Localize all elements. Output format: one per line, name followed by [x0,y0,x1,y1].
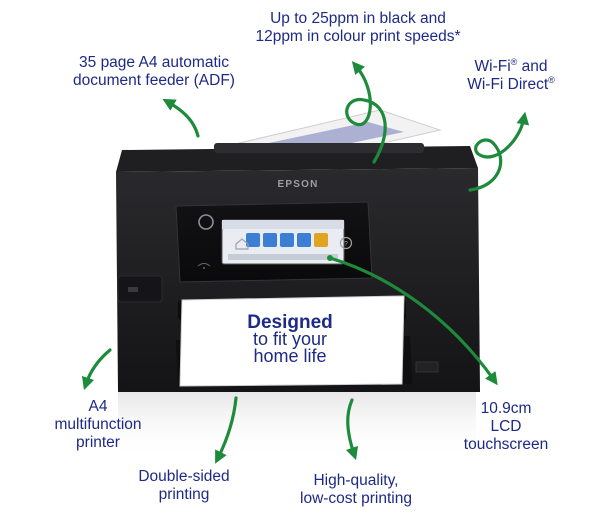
brand-logo: EPSON [277,179,318,190]
precisioncore-logo [415,361,439,373]
wifi-direct-registered-mark: ® [548,74,555,85]
usb-port-icon [117,275,163,303]
adf-line-1: 35 page A4 automatic [79,54,229,71]
duplex-arrow [215,396,238,464]
quality-line-2: low-cost printing [300,490,412,507]
adf-callout: 35 page A4 automatic document feeder (AD… [54,54,254,90]
print-speed-arrow [345,61,387,164]
help-icon[interactable]: ? [339,236,353,250]
multifunction-line-2: multifunction [54,416,142,433]
adf-arrow [162,98,200,138]
lcd-touchscreen[interactable] [221,219,345,265]
svg-text:?: ? [344,241,348,248]
home-icon[interactable] [235,238,249,250]
wifi-callout: Wi-Fi® and Wi-Fi Direct® [446,56,576,94]
print-speed-line-1: Up to 25ppm in black and [270,10,446,27]
floor-reflection [118,388,476,458]
print-speed-line-2: 12ppm in colour print speeds* [255,28,461,45]
quality-arrow [345,398,359,461]
duplex-line-1: Double-sided [138,468,230,485]
power-icon[interactable] [198,214,214,230]
wifi-registered-mark: ® [510,56,518,67]
wifi-line-2: Wi-Fi Direct® [446,74,576,94]
multifunction-line-3: printer [76,434,120,451]
lcd-line-3: touchscreen [463,436,549,453]
print-speed-callout: Up to 25ppm in black and 12ppm in colour… [228,10,488,46]
wifi-text: Wi-Fi [474,58,511,75]
lcd-arrow [328,256,498,386]
wifi-arrow [468,111,530,192]
quality-line-1: High-quality, [313,472,399,489]
sheet-line-3: home life [253,346,326,366]
adf-tray [214,143,424,153]
quality-callout: High-quality, low-cost printing [278,472,434,508]
lcd-arrow-dot [327,255,333,261]
lcd-line-2: LCD [490,418,522,435]
sheet-line-2: to fit your [253,329,327,349]
wifi-icon [197,263,211,269]
printed-sheet [179,295,405,387]
lcd-callout: 10.9cm LCD touchscreen [446,400,566,454]
wifi-line-1: Wi-Fi® and [446,56,576,76]
duplex-callout: Double-sided printing [122,468,246,504]
wifi-direct-text: Wi-Fi Direct [467,76,549,93]
multifunction-arrow [81,348,112,391]
adf-line-2: document feeder (ADF) [73,72,235,89]
multifunction-callout: A4 multifunction printer [36,398,160,452]
lcd-line-1: 10.9cm [480,400,532,417]
wifi-and-text: and [517,58,548,75]
multifunction-line-1: A4 [88,398,108,415]
sheet-headline: Designed [247,312,333,333]
duplex-line-2: printing [158,486,210,503]
